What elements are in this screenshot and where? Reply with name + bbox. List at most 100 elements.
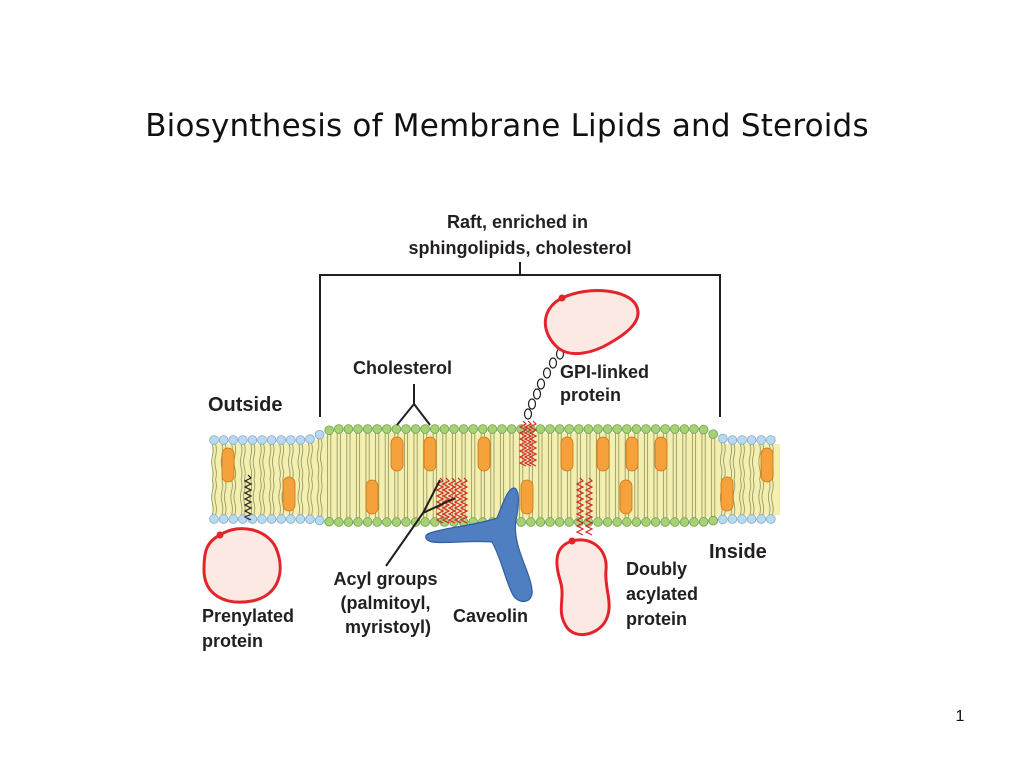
doubly-acylated-label: Doubly acylated protein [626, 559, 703, 629]
lipid-tail [751, 479, 755, 516]
lipid-tail [297, 479, 301, 516]
inside-label: Inside [709, 541, 767, 563]
lipid-head [564, 424, 574, 434]
lipid-tail [771, 479, 774, 516]
lipid-tail [243, 479, 246, 516]
raft-bracket [319, 274, 721, 417]
lipid-head [314, 515, 325, 526]
lipid-head [593, 424, 603, 434]
lipid-head [602, 424, 613, 434]
lipid-tail [271, 479, 275, 516]
cholesterol [365, 479, 379, 515]
lipid-head [228, 514, 239, 524]
cholesterol [477, 436, 491, 472]
lipid-head [708, 429, 718, 439]
lipid-head [477, 424, 488, 434]
lipid-head [343, 424, 354, 434]
lipid-head [487, 424, 498, 434]
acyl-chain [435, 477, 445, 524]
lipid-head [746, 514, 757, 524]
lipid-head [689, 517, 699, 527]
lipid-head [631, 517, 642, 527]
prenylated-label-line-2: protein [202, 631, 263, 651]
lipid-tail [316, 438, 320, 478]
lipid-head [362, 517, 373, 527]
lipid-head [314, 429, 325, 440]
sugar-ring [523, 408, 533, 420]
lipid-tail [252, 443, 256, 480]
lipid-tail [214, 443, 217, 480]
doubly-acylated-protein-shape [555, 538, 611, 636]
raft-label-line-1: Raft, enriched in [447, 212, 588, 232]
lipid-head [593, 517, 603, 527]
doubly-label-line-1: Doubly [626, 559, 687, 579]
lipid-tail [239, 479, 243, 516]
lipid-head [333, 424, 344, 434]
lipid-head [737, 514, 747, 524]
lipid-head [449, 424, 459, 434]
lipid-head [621, 424, 632, 434]
lipid-head [401, 517, 411, 527]
lipid-head [285, 435, 296, 445]
lipid-tail [223, 479, 227, 516]
lipid-tail [271, 443, 275, 480]
cholesterol [520, 479, 534, 515]
lipid-head [756, 435, 766, 445]
acyl-chain [441, 477, 451, 524]
lipid-head [535, 424, 546, 434]
lipid-head [631, 424, 642, 434]
lipid-head [660, 517, 670, 527]
lipid-head [765, 435, 776, 445]
doubly-acylated-protein [553, 536, 613, 638]
caveolin-protein [425, 487, 533, 603]
lipid-tail [243, 443, 246, 480]
lipid-head [218, 514, 229, 524]
acyl-chain [584, 477, 594, 536]
lipid-tail [278, 479, 281, 516]
cholesterol [720, 476, 734, 512]
lipid-tail [220, 479, 224, 516]
lipid-tail [751, 443, 755, 480]
lipid-tail [742, 479, 745, 516]
gpi-anchor-chain [518, 420, 528, 467]
cholesterol [282, 476, 296, 512]
lipid-head [324, 425, 335, 436]
lipid-tail [748, 443, 752, 480]
lipid-tail [262, 443, 265, 480]
lipid-tail [310, 442, 313, 480]
sugar-ring [536, 378, 546, 390]
lipid-head [689, 424, 699, 434]
lipid-head [266, 514, 277, 524]
lipid-head [650, 517, 661, 527]
prenylated-protein-shape [202, 527, 282, 604]
lipid-tail [262, 479, 265, 516]
lipid-head [535, 517, 546, 527]
lipid-head [583, 424, 594, 434]
cholesterol [596, 436, 610, 472]
diagram-overlay [200, 262, 721, 638]
lipid-head [391, 424, 402, 434]
cholesterol-label: Cholesterol [353, 358, 452, 378]
lipid-head [468, 424, 479, 434]
lipid-head [410, 424, 421, 434]
lipid-head [573, 424, 584, 434]
lipid-tail [211, 443, 214, 480]
prenylated-label-line-1: Prenylated [202, 606, 294, 626]
lipid-tail [739, 479, 742, 516]
lipid-head [679, 517, 690, 527]
lipid-head [218, 435, 229, 445]
lipid-head [641, 424, 651, 434]
lipid-tail [268, 443, 272, 480]
gpi-glycan-chain [523, 348, 565, 420]
cholesterol-pointer [396, 384, 431, 426]
acyl-label-line-3: myristoyl) [345, 617, 431, 637]
raft-label: Raft, enriched in sphingolipids, cholest… [408, 212, 631, 258]
sugar-ring [532, 388, 542, 400]
sugar-ring [527, 398, 537, 410]
lipid-tail [723, 442, 726, 480]
acyl-label-line-2: (palmitoyl, [340, 593, 430, 613]
lipid-tail [297, 443, 301, 480]
lipid-head [295, 435, 306, 445]
lipid-tail [761, 479, 765, 516]
lipid-head [276, 435, 287, 445]
